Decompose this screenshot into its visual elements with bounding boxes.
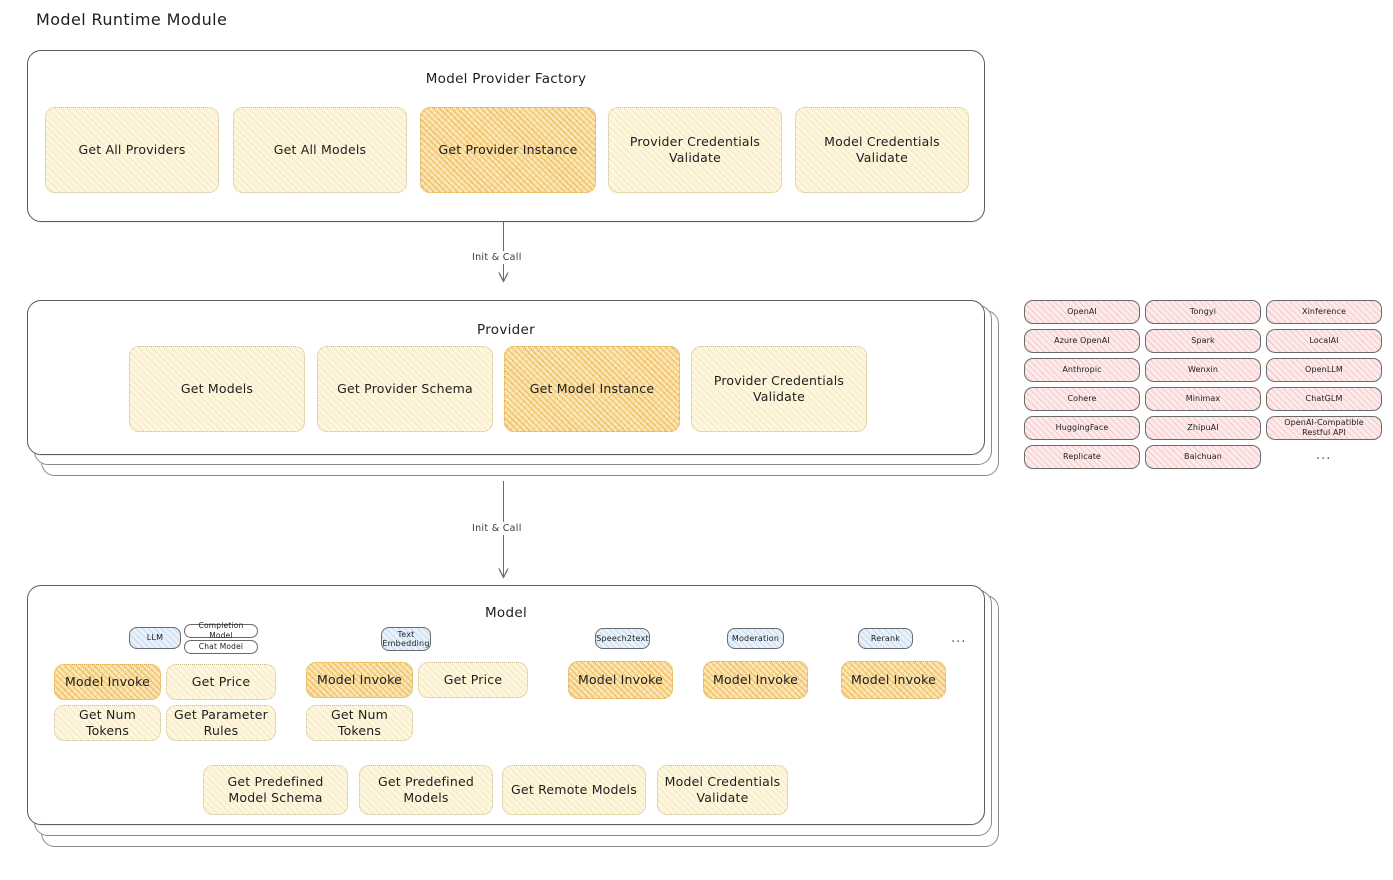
provider-chip-minimax[interactable]: Minimax: [1145, 387, 1261, 411]
model-title: Model: [484, 605, 528, 621]
model-op-speech2text-model-invoke[interactable]: Model Invoke: [568, 661, 673, 699]
provider-chip-zhipuai[interactable]: ZhipuAI: [1145, 416, 1261, 440]
provider-chip-cohere[interactable]: Cohere: [1024, 387, 1140, 411]
provider-node-get-model-instance[interactable]: Get Model Instance: [504, 346, 680, 432]
model-common-op-model-credentials-validate[interactable]: Model Credentials Validate: [657, 765, 788, 815]
factory-node-get-provider-instance[interactable]: Get Provider Instance: [420, 107, 596, 193]
model-sub-badge-completion-model[interactable]: Completion Model: [184, 621, 258, 640]
provider-chip-azure-openai[interactable]: Azure OpenAI: [1024, 329, 1140, 353]
page-title: Model Runtime Module: [36, 10, 228, 29]
provider-chip-spark[interactable]: Spark: [1145, 329, 1261, 353]
model-common-op-get-predefined-model-schema[interactable]: Get Predefined Model Schema: [203, 765, 348, 815]
arrow-provider-to-model-head: [498, 568, 509, 579]
factory-node-get-all-providers[interactable]: Get All Providers: [45, 107, 219, 193]
model-common-op-get-predefined-models[interactable]: Get Predefined Models: [359, 765, 493, 815]
provider-chip-openai-compatible-restful-api[interactable]: OpenAI-Compatible Restful API: [1266, 416, 1382, 440]
provider-node-get-provider-schema[interactable]: Get Provider Schema: [317, 346, 493, 432]
provider-chip-wenxin[interactable]: Wenxin: [1145, 358, 1261, 382]
factory-node-model-credentials-validate[interactable]: Model Credentials Validate: [795, 107, 969, 193]
model-type-badge-speech2text[interactable]: Speech2text: [595, 628, 650, 649]
model-op-moderation-model-invoke[interactable]: Model Invoke: [703, 661, 808, 699]
model-op-llm-get-num-tokens[interactable]: Get Num Tokens: [54, 705, 161, 741]
provider-chip-xinference[interactable]: Xinference: [1266, 300, 1382, 324]
provider-chip-baichuan[interactable]: Baichuan: [1145, 445, 1261, 469]
arrow-label-init-call-2: Init & Call: [468, 522, 526, 535]
provider-chip-openllm[interactable]: OpenLLM: [1266, 358, 1382, 382]
provider-chip-openai[interactable]: OpenAI: [1024, 300, 1140, 324]
provider-chip-tongyi[interactable]: Tongyi: [1145, 300, 1261, 324]
model-op-text-embedding-model-invoke[interactable]: Model Invoke: [306, 662, 413, 698]
provider-list-more: ...: [1316, 448, 1332, 463]
arrow-label-init-call-1: Init & Call: [468, 251, 526, 264]
provider-chip-anthropic[interactable]: Anthropic: [1024, 358, 1140, 382]
model-op-text-embedding-get-price[interactable]: Get Price: [418, 662, 528, 698]
model-op-rerank-model-invoke[interactable]: Model Invoke: [841, 661, 946, 699]
model-sub-badge-chat-model[interactable]: Chat Model: [184, 640, 258, 654]
model-type-badge-text-embedding[interactable]: Text Embedding: [381, 627, 431, 651]
model-type-badge-llm[interactable]: LLM: [129, 627, 181, 649]
factory-title: Model Provider Factory: [425, 71, 587, 87]
provider-chip-chatglm[interactable]: ChatGLM: [1266, 387, 1382, 411]
model-types-more: ...: [951, 631, 967, 646]
provider-chip-replicate[interactable]: Replicate: [1024, 445, 1140, 469]
model-op-text-embedding-get-num-tokens[interactable]: Get Num Tokens: [306, 705, 413, 741]
provider-title: Provider: [477, 322, 535, 338]
provider-chip-huggingface[interactable]: HuggingFace: [1024, 416, 1140, 440]
model-op-llm-model-invoke[interactable]: Model Invoke: [54, 664, 161, 700]
model-common-op-get-remote-models[interactable]: Get Remote Models: [502, 765, 646, 815]
provider-node-provider-credentials-validate[interactable]: Provider Credentials Validate: [691, 346, 867, 432]
factory-node-get-all-models[interactable]: Get All Models: [233, 107, 407, 193]
provider-chip-localai[interactable]: LocalAI: [1266, 329, 1382, 353]
model-type-badge-rerank[interactable]: Rerank: [858, 628, 913, 649]
factory-node-provider-credentials-validate[interactable]: Provider Credentials Validate: [608, 107, 782, 193]
model-type-badge-moderation[interactable]: Moderation: [727, 628, 784, 649]
arrow-factory-to-provider-head: [498, 272, 509, 283]
provider-node-get-models[interactable]: Get Models: [129, 346, 305, 432]
model-op-llm-get-parameter-rules[interactable]: Get Parameter Rules: [166, 705, 276, 741]
model-op-llm-get-price[interactable]: Get Price: [166, 664, 276, 700]
